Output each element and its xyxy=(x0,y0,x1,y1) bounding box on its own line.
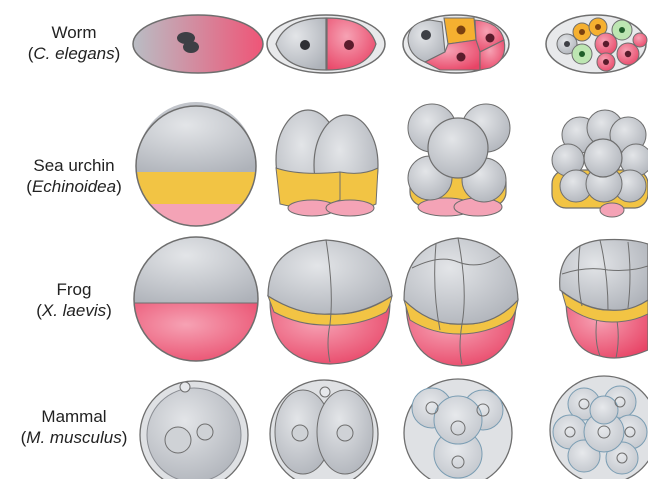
mammal-stage-1 xyxy=(140,381,248,479)
frog-stage-2 xyxy=(268,240,392,364)
frog-stage-4 xyxy=(404,238,518,366)
mammal-stage-4 xyxy=(404,379,512,479)
mammal-stage-2 xyxy=(270,380,378,479)
mammal-stage-8 xyxy=(550,376,648,479)
sea-urchin-stage-2 xyxy=(276,110,378,216)
sea-urchin-stage-1 xyxy=(130,100,270,234)
frog-stage-8 xyxy=(560,240,648,359)
worm-stage-8 xyxy=(546,15,647,73)
worm-stage-4 xyxy=(403,15,509,73)
worm-stage-1 xyxy=(133,15,263,73)
sea-urchin-stage-8 xyxy=(408,104,510,216)
sea-urchin-stage-16 xyxy=(552,110,648,217)
worm-stage-2 xyxy=(267,15,385,73)
frog-stage-1 xyxy=(130,230,270,365)
